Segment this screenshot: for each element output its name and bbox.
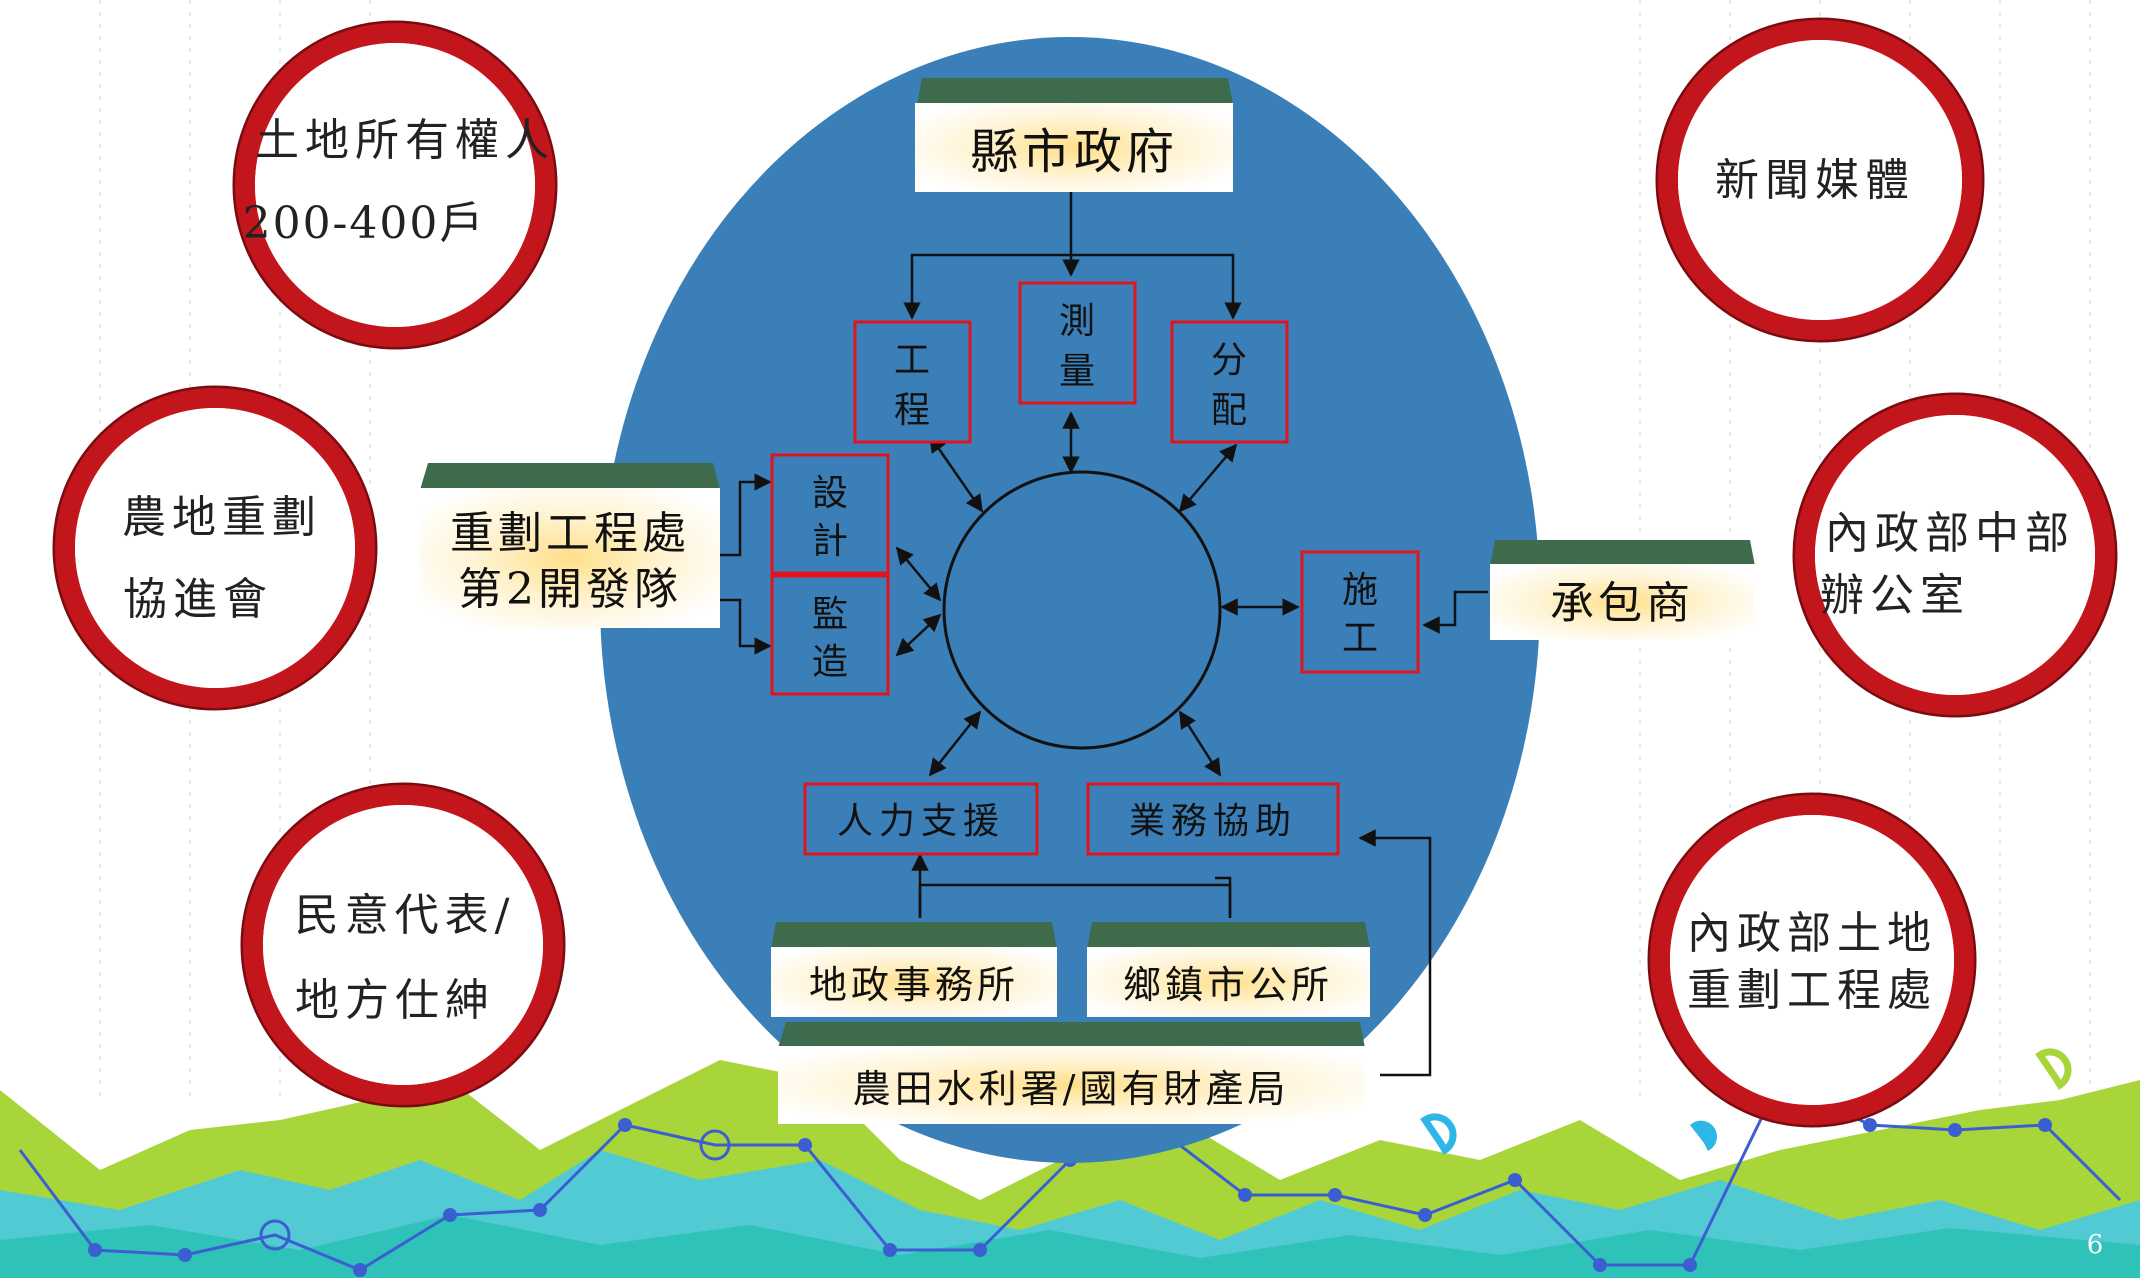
org-land-office-label: 地政事務所	[809, 963, 1019, 1007]
org-irrigation-agency-label: 農田水利署/國有財產局	[853, 1067, 1290, 1111]
core-circle	[942, 470, 1222, 750]
org-engineering-team-line1: 重劃工程處	[450, 508, 690, 559]
stakeholder-landowners-line1: 土地所有權人	[255, 115, 555, 166]
task-construction-char1: 施	[1342, 570, 1378, 611]
task-business-assistance-label: 業務協助	[1129, 801, 1297, 842]
org-engineering-team-line2: 第2開發隊	[458, 564, 682, 615]
task-surveying-char1: 測	[1059, 301, 1095, 342]
task-construction-char2: 工	[1342, 618, 1378, 659]
task-allocation: 分 配	[1170, 320, 1289, 444]
org-township-office-label: 鄉鎮市公所	[1123, 963, 1333, 1007]
task-engineering-char1: 工	[894, 340, 930, 381]
task-manpower-support-label: 人力支援	[837, 801, 1005, 842]
connector-lines	[720, 192, 1488, 1077]
org-county-government-label: 縣市政府	[970, 124, 1178, 180]
org-engineering-team: 重劃工程處 第2開發隊	[420, 463, 720, 628]
stakeholder-farm-association: 農地重劃 協進會	[52, 385, 378, 711]
task-design: 設 計	[770, 453, 890, 575]
stakeholder-farm-association-line2: 協進會	[123, 574, 273, 625]
task-construction: 施 工	[1300, 550, 1420, 674]
stakeholder-moi-land-agency-line2: 重劃工程處	[1687, 965, 1937, 1016]
org-contractor-label: 承包商	[1550, 578, 1694, 629]
task-engineering-char2: 程	[894, 390, 930, 431]
task-allocation-char2: 配	[1211, 390, 1247, 431]
org-irrigation-agency: 農田水利署/國有財產局	[778, 1022, 1365, 1124]
task-business-assistance: 業務協助	[1086, 782, 1340, 856]
task-surveying-char2: 量	[1059, 351, 1095, 392]
stakeholder-landowners: 土地所有權人 200-400戶	[232, 20, 558, 350]
stakeholder-moi-central-office-line1: 內政部中部	[1825, 508, 2075, 559]
task-manpower-support: 人力支援	[803, 782, 1039, 856]
stakeholder-moi-central-office: 內政部中部 辦公室	[1792, 392, 2118, 718]
task-surveying: 測 量	[1018, 281, 1137, 405]
page-number: 6	[2087, 1230, 2104, 1260]
task-supervision: 監 造	[770, 574, 890, 696]
task-design-char1: 設	[812, 473, 848, 514]
org-land-office: 地政事務所	[771, 922, 1057, 1017]
org-county-government: 縣市政府	[915, 78, 1233, 192]
task-engineering: 工 程	[853, 320, 972, 444]
org-contractor: 承包商	[1490, 540, 1755, 640]
stakeholder-landowners-line2: 200-400戶	[243, 198, 486, 249]
stakeholder-farm-association-line1: 農地重劃	[122, 492, 322, 543]
stakeholder-media-line1: 新聞媒體	[1715, 155, 1915, 206]
task-supervision-char2: 造	[812, 642, 848, 683]
task-supervision-char1: 監	[812, 594, 848, 635]
stakeholder-representatives-line1: 民意代表/	[295, 890, 516, 941]
stakeholder-media: 新聞媒體	[1655, 17, 1985, 343]
task-allocation-char1: 分	[1211, 340, 1247, 381]
stakeholder-moi-central-office-line2: 辦公室	[1820, 570, 1970, 621]
stakeholder-moi-land-agency-line1: 內政部土地	[1687, 908, 1937, 959]
task-design-char2: 計	[812, 521, 848, 562]
org-township-office: 鄉鎮市公所	[1087, 922, 1370, 1017]
stakeholder-representatives: 民意代表/ 地方仕紳	[240, 782, 566, 1108]
stakeholder-representatives-line2: 地方仕紳	[295, 975, 495, 1026]
stakeholder-moi-land-agency: 內政部土地 重劃工程處	[1647, 792, 1977, 1128]
